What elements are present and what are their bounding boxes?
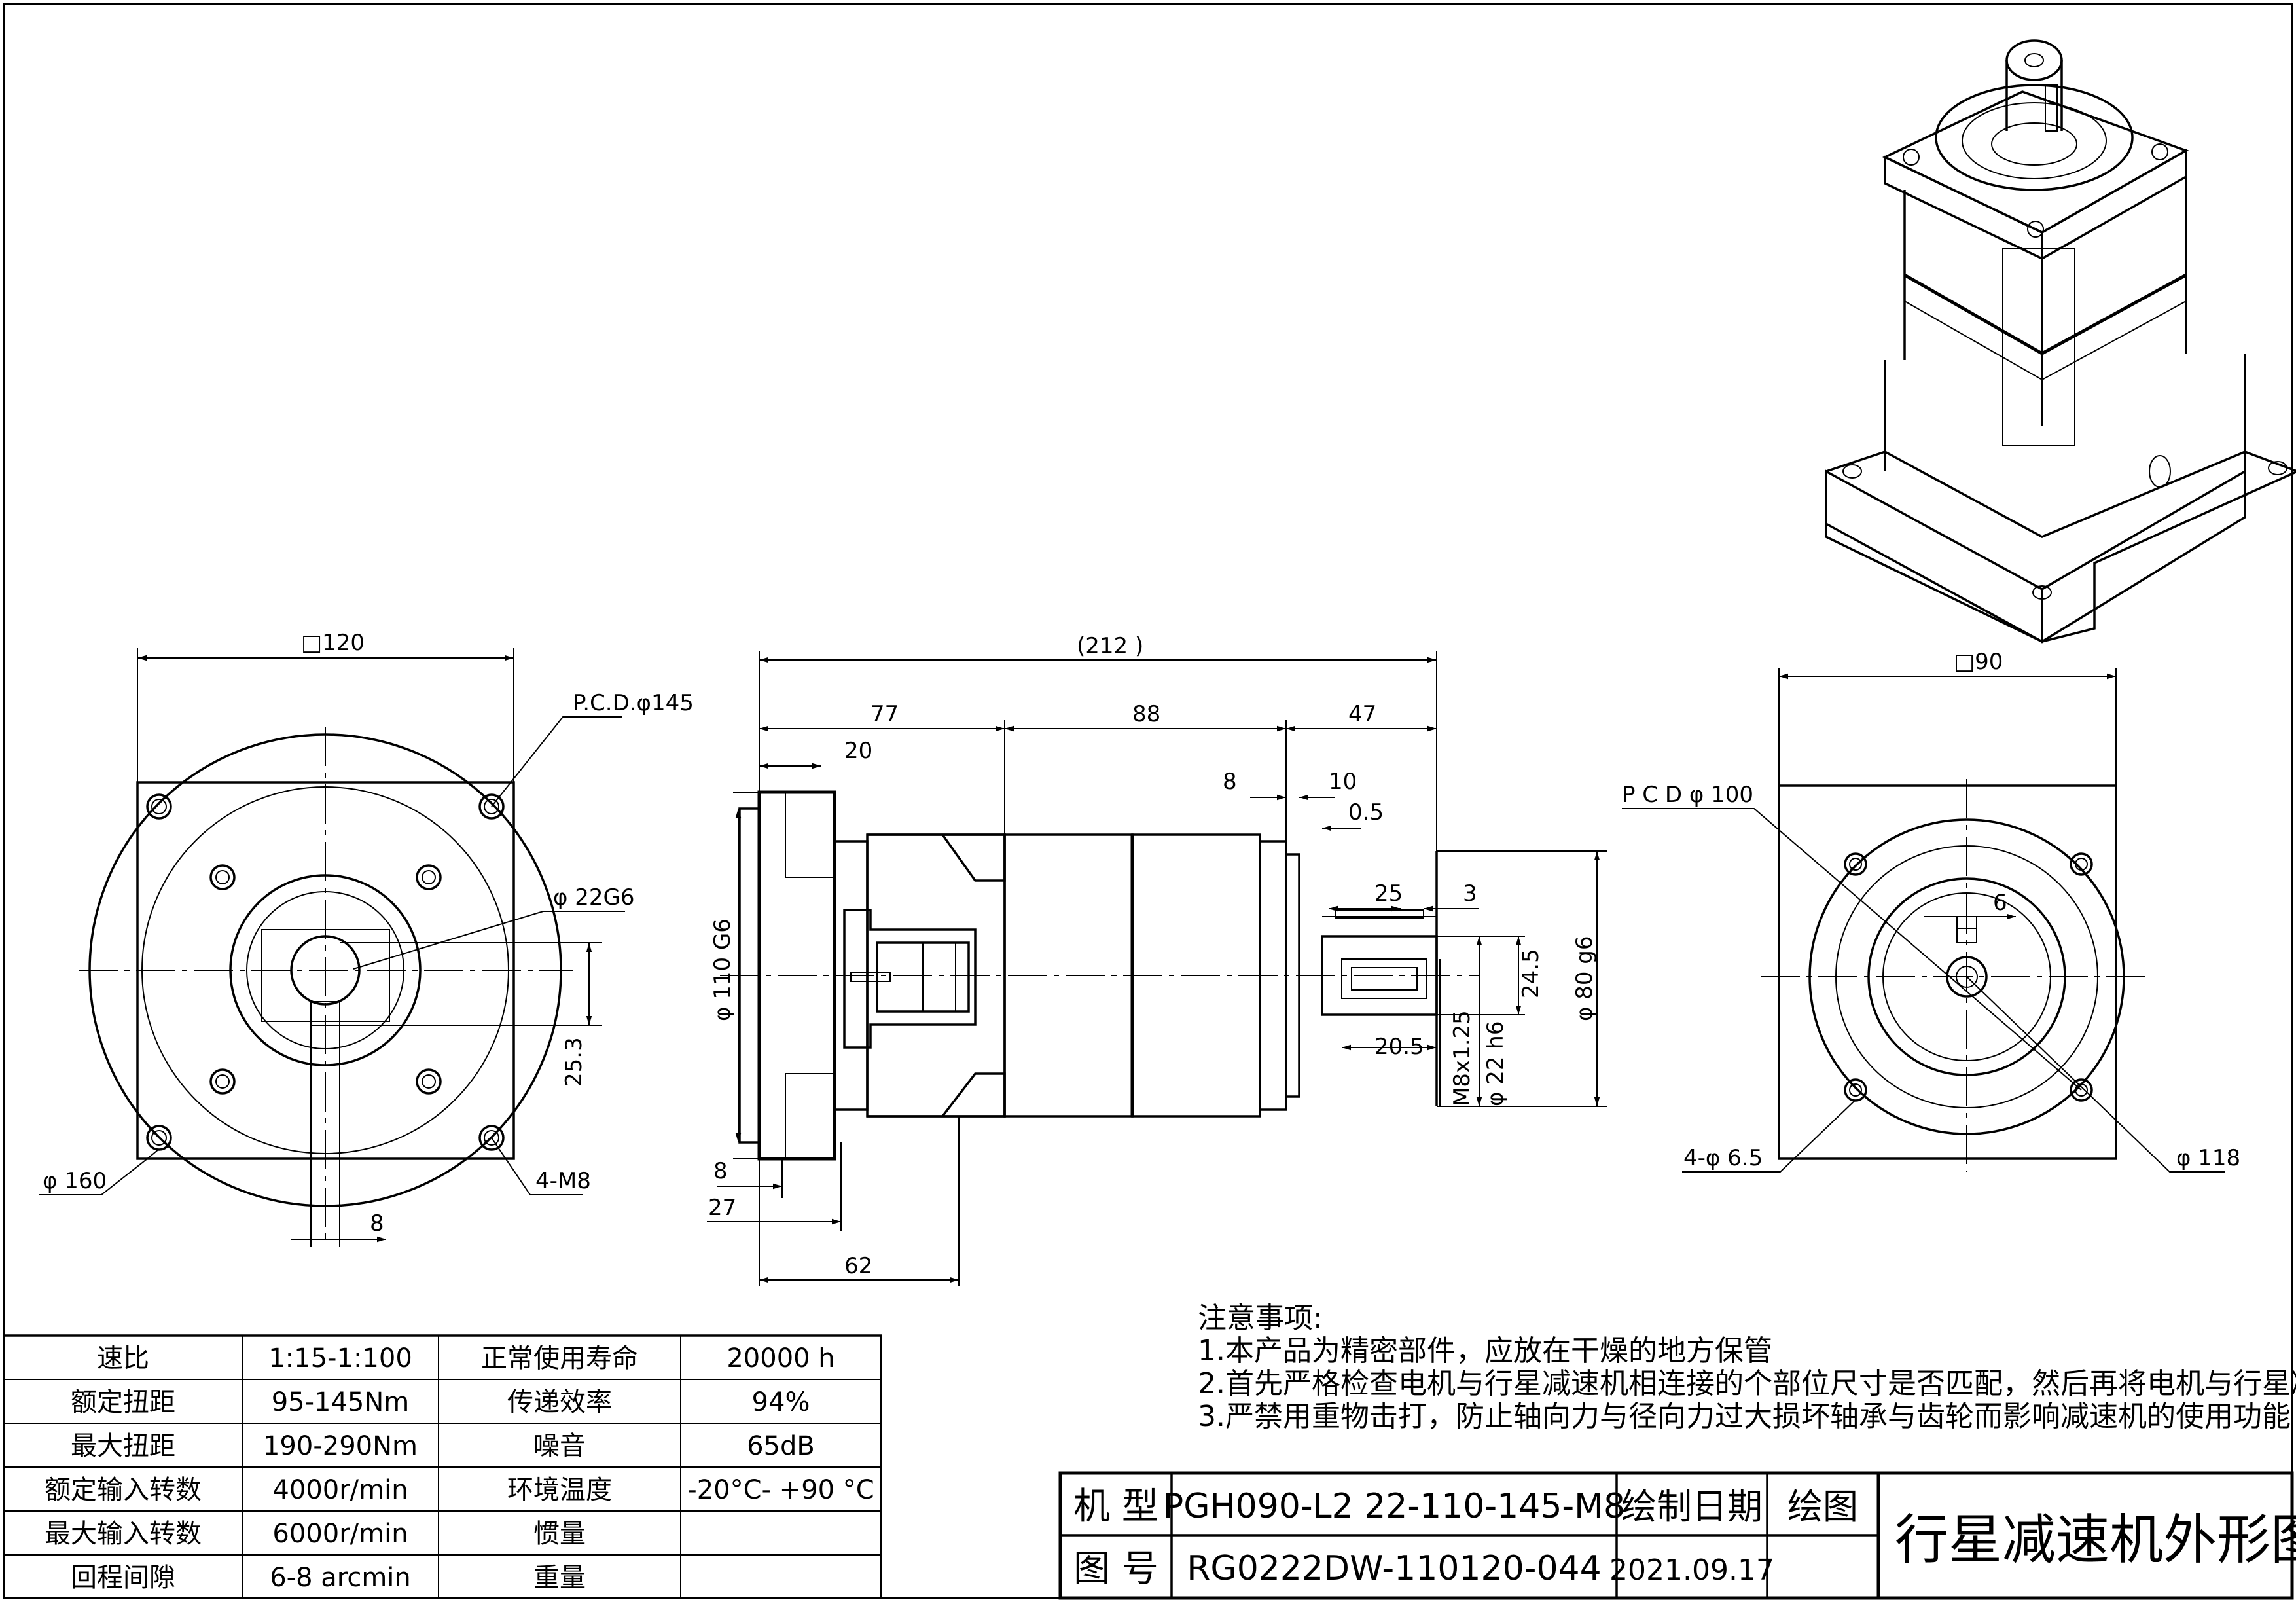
notes-item-2: 2.首先严格检查电机与行星减速机相连接的个部位尺寸是否匹配，然后再将电机与行星减… <box>1198 1367 2296 1400</box>
drawing-title: 行星减速机外形图 <box>1895 1509 2296 1571</box>
title-block: 机 型 PGH090-L2 22-110-145-M8 图 号 RG0222DW… <box>1058 1471 2296 1600</box>
right-front-view: □90 P C D φ 100 6 4-φ 6.5 φ 118 <box>1622 649 2240 1173</box>
dim-pcd-100: P C D φ 100 <box>1622 782 1753 808</box>
dim-seg-47: 47 <box>1348 701 1376 727</box>
drawer-label: 绘图 <box>1787 1486 1858 1527</box>
spec-row: 最大扭距 190-290Nm 噪音 65dB <box>71 1431 815 1461</box>
model-value: PGH090-L2 22-110-145-M8 <box>1163 1487 1625 1526</box>
corner-holes <box>146 793 505 1151</box>
notes-item-3: 3.严禁用重物击打，防止轴向力与径向力过大损坏轴承与齿轮而影响减速机的使用功能 <box>1198 1400 2291 1433</box>
spec-value: 65dB <box>747 1431 815 1461</box>
drawing-no-value: RG0222DW-110120-044 <box>1187 1549 1601 1588</box>
dim-thread-m8: M8x1.25 <box>1449 1010 1475 1106</box>
spec-label: 环境温度 <box>507 1475 612 1505</box>
spec-row: 额定扭距 95-145Nm 传递效率 94% <box>71 1387 810 1417</box>
dim-seg-77: 77 <box>870 701 899 727</box>
spec-label: 惯量 <box>533 1519 586 1549</box>
spec-label: 传递效率 <box>507 1387 612 1417</box>
spec-value: 190-290Nm <box>263 1431 418 1461</box>
dim-b62: 62 <box>844 1253 872 1279</box>
spec-value: 4000r/min <box>272 1475 408 1505</box>
dim-holes-6-5: 4-φ 6.5 <box>1683 1145 1763 1171</box>
dim-20-5: 20.5 <box>1374 1034 1424 1060</box>
dim-key-6: 6 <box>1993 890 2007 916</box>
spec-value: 95-145Nm <box>272 1387 410 1417</box>
dim-3: 3 <box>1463 881 1477 907</box>
dim-0-5: 0.5 <box>1348 799 1384 826</box>
spec-row: 额定输入转数 4000r/min 环境温度 -20°C- +90 °C <box>45 1475 874 1505</box>
spec-label: 速比 <box>97 1343 149 1374</box>
left-front-view: □120 P.C.D.φ145 φ 22G6 25.3 8 φ 160 4-M8 <box>39 630 694 1247</box>
spec-label: 回程间隙 <box>71 1563 175 1593</box>
drawing-no-label: 图 号 <box>1073 1548 1158 1590</box>
dim-key-height: 25.3 <box>561 1037 587 1087</box>
spec-label: 最大输入转数 <box>45 1519 202 1549</box>
spec-label: 最大扭距 <box>71 1431 175 1461</box>
dim-24-5: 24.5 <box>1518 949 1544 998</box>
spec-value: 94% <box>752 1387 810 1417</box>
dim-outer-160: φ 160 <box>43 1168 107 1194</box>
spec-value: -20°C- +90 °C <box>687 1475 874 1505</box>
spec-label: 额定扭距 <box>71 1387 175 1417</box>
date-label: 绘制日期 <box>1621 1486 1763 1527</box>
corner-holes-4-6-5 <box>1844 852 2093 1102</box>
dim-b27: 27 <box>708 1195 736 1221</box>
date-value: 2021.09.17 <box>1609 1554 1774 1587</box>
spec-row: 回程间隙 6-8 arcmin 重量 <box>71 1563 586 1593</box>
dim-shaft-22: φ 22 h6 <box>1482 1021 1509 1107</box>
spec-label: 噪音 <box>533 1431 586 1461</box>
bolt-holes-4-m8 <box>209 864 442 1095</box>
dim-holes-m8: 4-M8 <box>535 1168 591 1194</box>
spec-table: 速比 1:15-1:100 正常使用寿命 20000 h 额定扭距 95-145… <box>3 1334 882 1599</box>
dim-overall-212: (212 ) <box>1077 633 1143 659</box>
dim-outer-118: φ 118 <box>2176 1145 2240 1171</box>
dim-b8: 8 <box>713 1158 728 1184</box>
spec-row: 最大输入转数 6000r/min 惯量 <box>45 1519 586 1549</box>
dim-flange-step-20: 20 <box>844 738 872 764</box>
dim-pilot-110: φ 110 G6 <box>709 919 736 1021</box>
isometric-view <box>1825 39 2296 644</box>
dim-square-90: □90 <box>1954 649 2003 675</box>
dim-output-80: φ 80 g6 <box>1571 936 1598 1021</box>
spec-label: 重量 <box>533 1563 586 1593</box>
dim-25: 25 <box>1374 881 1403 907</box>
dim-8: 8 <box>1223 769 1237 795</box>
spec-value: 6-8 arcmin <box>270 1563 411 1593</box>
notes-title: 注意事项: <box>1198 1302 1323 1335</box>
notes: 注意事项: 1.本产品为精密部件，应放在干燥的地方保管 2.首先严格检查电机与行… <box>1198 1302 2296 1433</box>
spec-label: 正常使用寿命 <box>481 1343 638 1374</box>
dim-key-width: 8 <box>370 1211 384 1237</box>
spec-label: 额定输入转数 <box>45 1475 202 1505</box>
dim-pcd-145: P.C.D.φ145 <box>573 690 694 716</box>
dim-10: 10 <box>1329 769 1357 795</box>
spec-row: 速比 1:15-1:100 正常使用寿命 20000 h <box>97 1343 835 1374</box>
dim-square-120: □120 <box>301 630 365 656</box>
spec-value: 6000r/min <box>272 1519 408 1549</box>
dim-bore-22: φ 22G6 <box>553 884 634 911</box>
spec-value: 1:15-1:100 <box>268 1343 412 1374</box>
side-section-view: (212 ) 77 88 47 20 8 10 0.5 25 3 24.5 φ … <box>707 633 1607 1286</box>
spec-value: 20000 h <box>726 1343 834 1374</box>
model-label: 机 型 <box>1073 1485 1158 1528</box>
notes-item-1: 1.本产品为精密部件，应放在干燥的地方保管 <box>1198 1334 1772 1368</box>
dim-seg-88: 88 <box>1132 701 1160 727</box>
